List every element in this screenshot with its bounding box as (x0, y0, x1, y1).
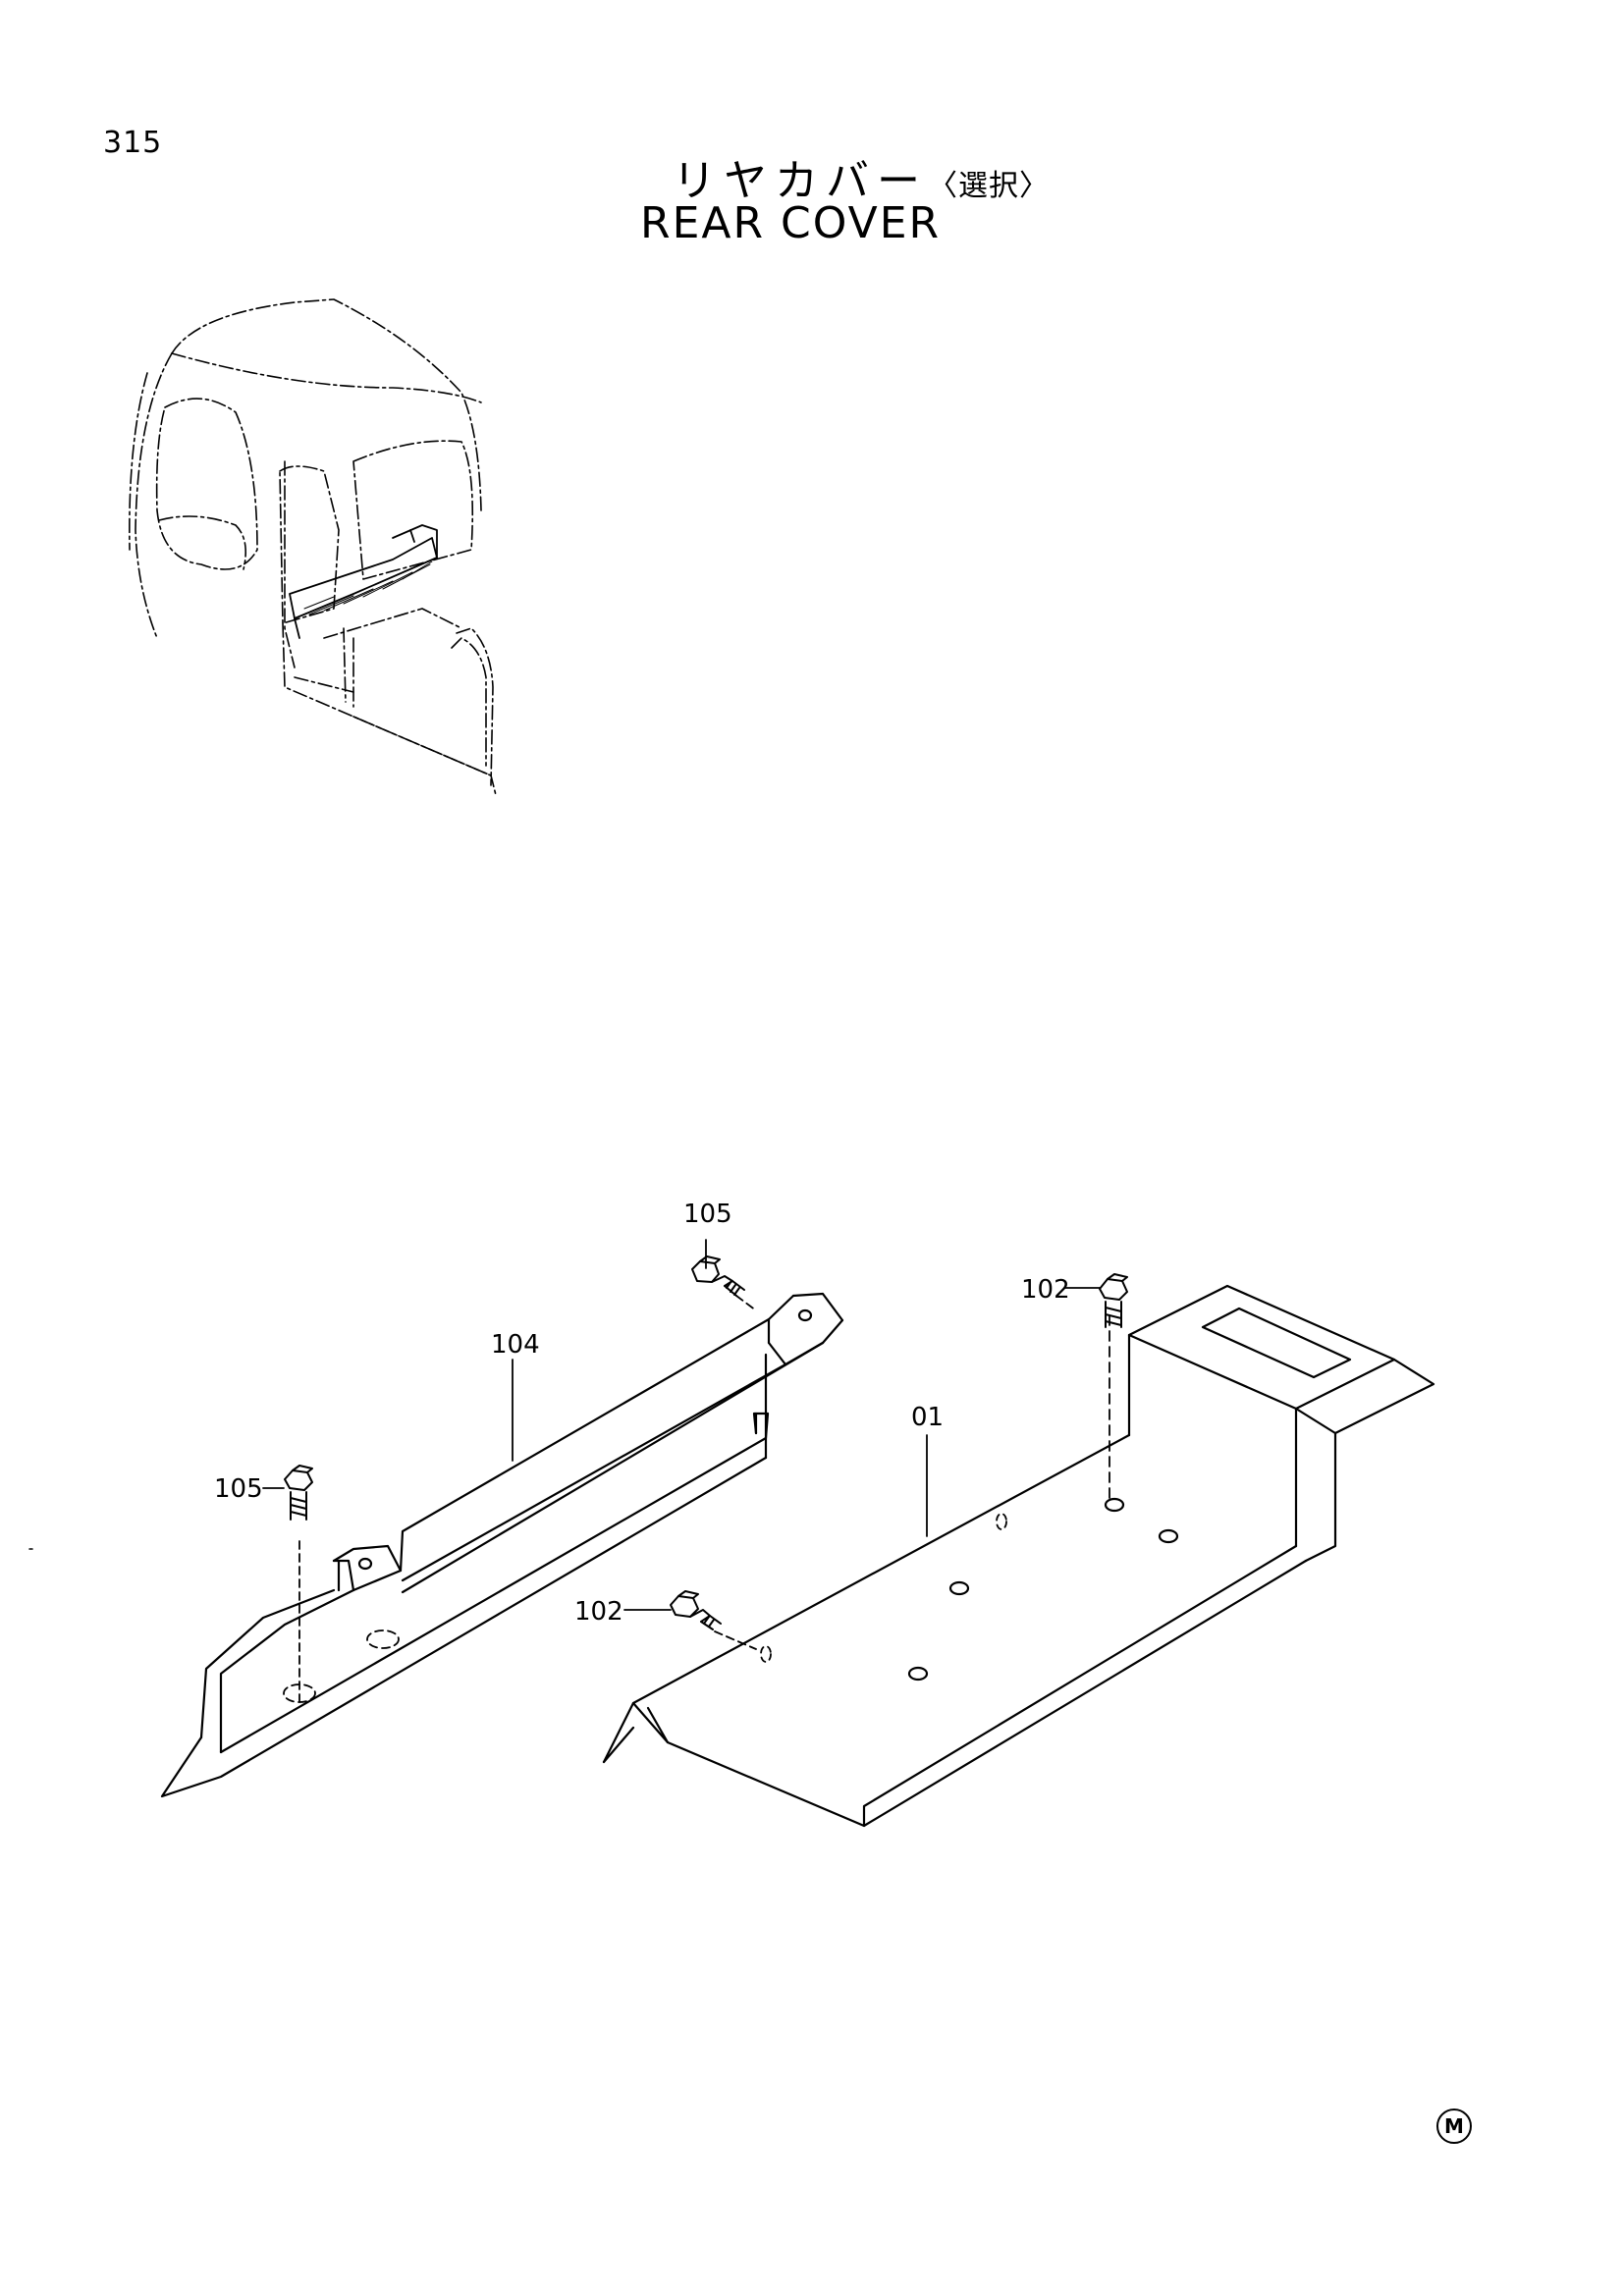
title-japanese-text: リヤカバー (673, 156, 928, 206)
callout-01: 01 (911, 1403, 944, 1432)
callout-102-upper: 102 (1021, 1275, 1070, 1305)
page-number: 315 (103, 126, 163, 160)
part-01-rear-cover (602, 1284, 1435, 1828)
bolt-105-left (284, 1465, 313, 1521)
part-104-bracket (160, 1292, 844, 1798)
bolt-105-upper (691, 1255, 745, 1297)
leader-lines (262, 1239, 1101, 1650)
highlighted-rear-cover (289, 524, 438, 639)
registered-mark: M (1436, 2109, 1472, 2144)
cover-hatching (303, 561, 433, 615)
callout-102-lower: 102 (574, 1597, 623, 1627)
title-english: REAR COVER (640, 198, 942, 248)
title-japanese-note: 〈選択〉 (928, 169, 1050, 203)
bolt-102-lower (670, 1590, 722, 1630)
callout-105-upper: 105 (683, 1200, 732, 1229)
callout-105-left: 105 (214, 1474, 263, 1504)
callout-104: 104 (491, 1330, 540, 1360)
bolt-102-upper (1099, 1273, 1128, 1328)
part-104-hidden-holes (283, 1540, 400, 1704)
part-01-hidden-holes (760, 1314, 1110, 1663)
cab-overview-illustration (129, 298, 497, 796)
title-japanese: リヤカバー〈選択〉 (673, 145, 1050, 208)
